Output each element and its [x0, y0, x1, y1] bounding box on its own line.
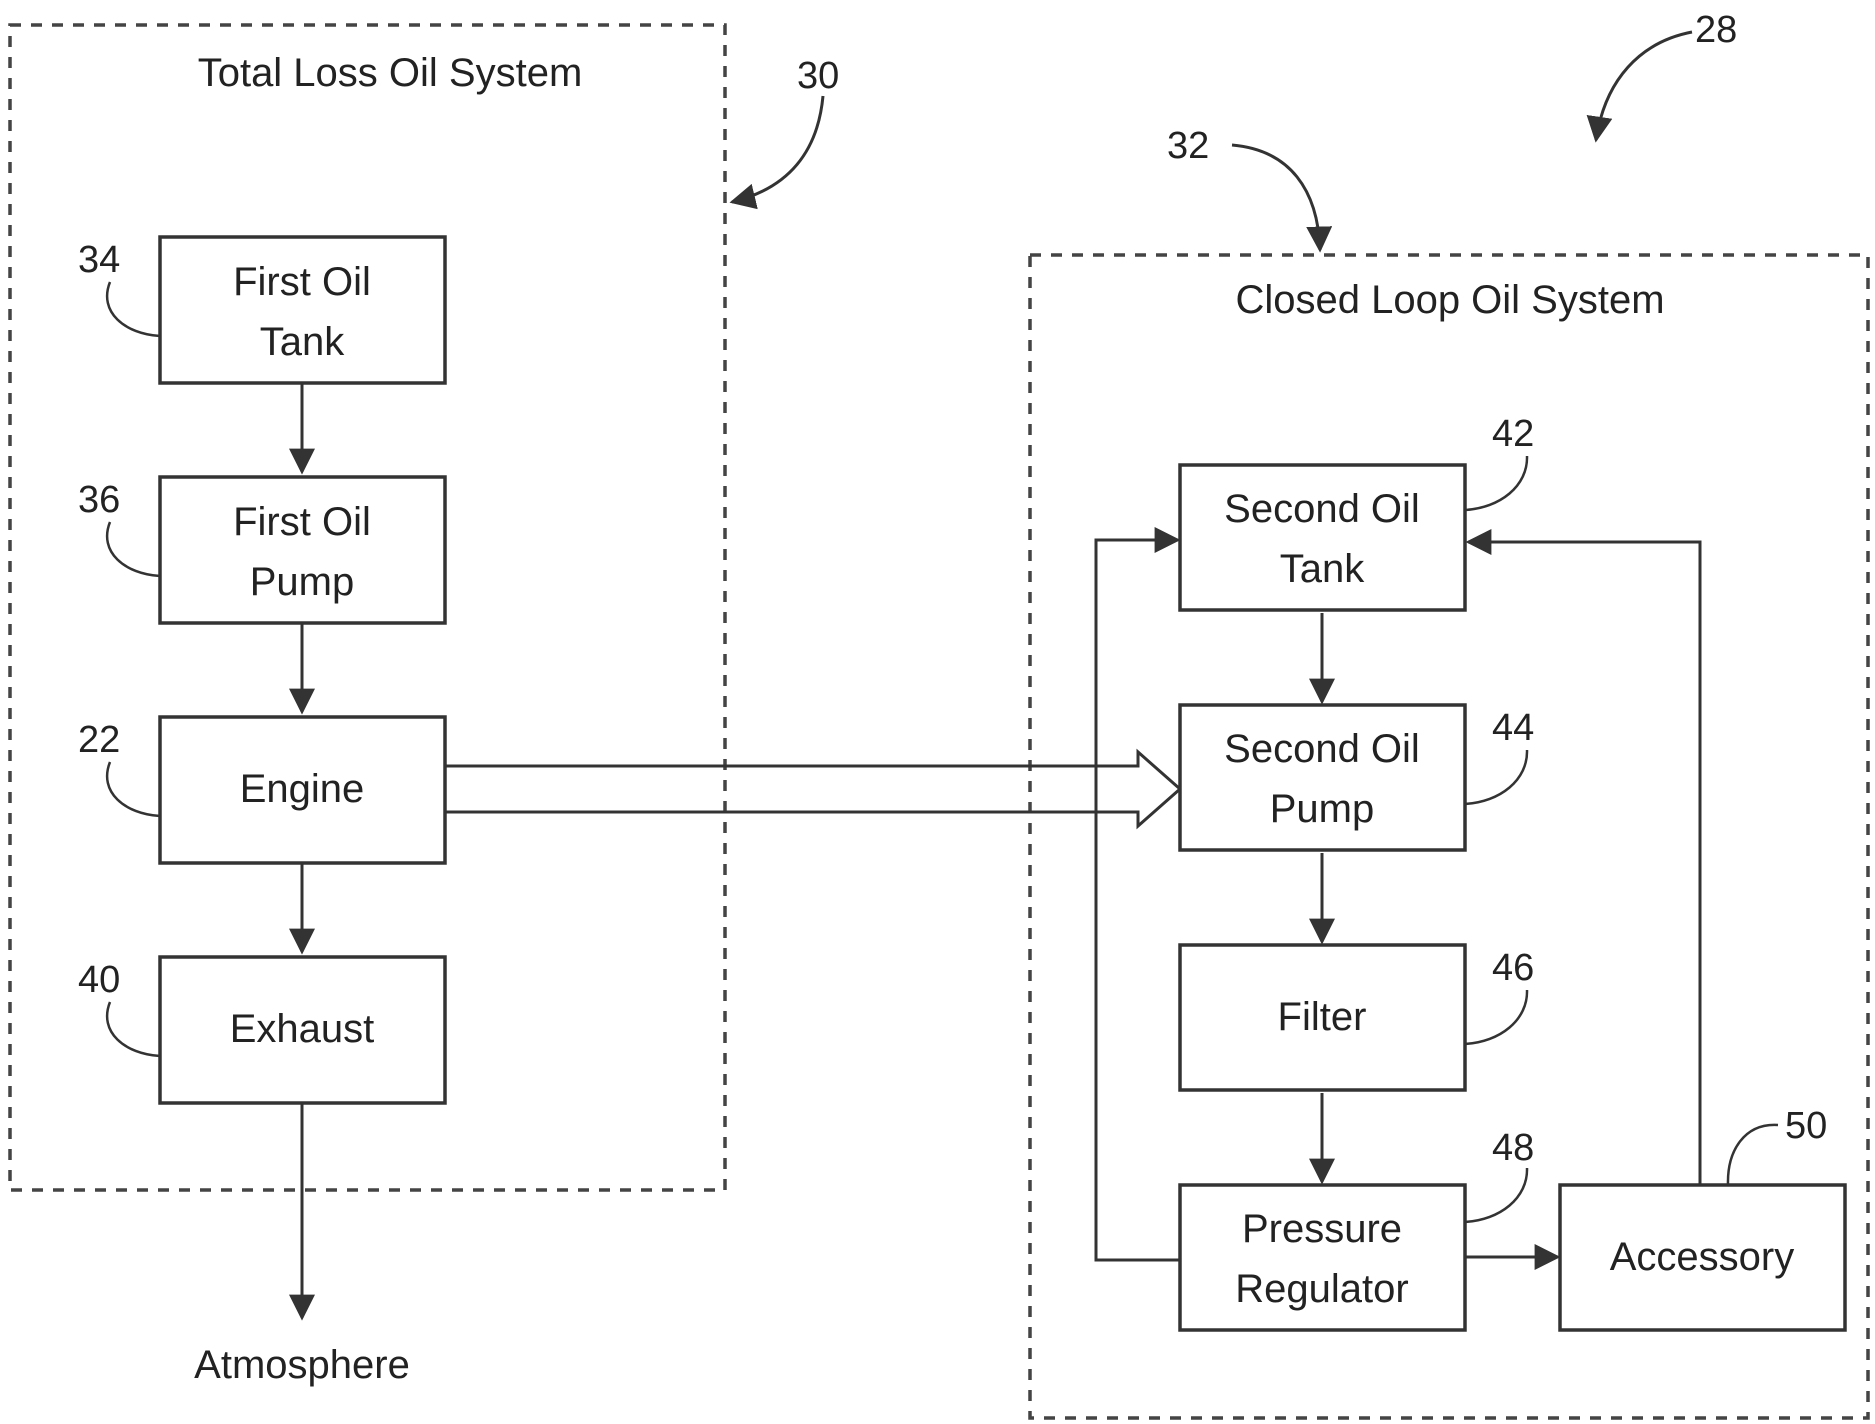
block-engine: Engine 22: [78, 717, 445, 863]
second-oil-pump-label-1: Second Oil: [1224, 727, 1420, 771]
block-accessory: Accessory 50: [1560, 1105, 1845, 1330]
block-filter: Filter 46: [1180, 945, 1534, 1090]
second-oil-tank-label-2: Tank: [1280, 547, 1365, 591]
accessory-label: Accessory: [1610, 1235, 1795, 1279]
second-oil-tank-ref: 42: [1492, 413, 1534, 455]
engine-leader: [107, 762, 160, 816]
closed-loop-ref: 32: [1167, 125, 1209, 167]
second-oil-pump-ref: 44: [1492, 707, 1534, 749]
first-oil-tank-leader: [107, 282, 160, 336]
block-first-oil-tank: First Oil Tank 34: [78, 237, 445, 383]
exhaust-label: Exhaust: [230, 1007, 375, 1051]
total-loss-title: Total Loss Oil System: [198, 51, 583, 95]
figure-ref-label: 28: [1695, 9, 1737, 51]
first-oil-pump-label-2: Pump: [250, 560, 355, 604]
block-pressure-regulator: Pressure Regulator 48: [1180, 1127, 1534, 1330]
atmosphere-label: Atmosphere: [194, 1343, 410, 1387]
filter-leader: [1465, 990, 1527, 1044]
second-oil-pump-leader: [1465, 750, 1527, 804]
second-oil-tank-label-1: Second Oil: [1224, 487, 1420, 531]
drive-arrow-engine-to-second-pump: [445, 752, 1180, 826]
exhaust-ref: 40: [78, 959, 120, 1001]
total-loss-ref: 30: [797, 55, 839, 97]
filter-ref: 46: [1492, 947, 1534, 989]
filter-label: Filter: [1278, 995, 1367, 1039]
closed-loop-ref-arrow: [1232, 145, 1320, 250]
pressure-regulator-leader: [1465, 1168, 1527, 1222]
first-oil-tank-label-2: Tank: [260, 320, 345, 364]
first-oil-pump-label-1: First Oil: [233, 500, 371, 544]
figure-ref-28: 28: [1596, 9, 1737, 140]
total-loss-ref-arrow: [732, 96, 823, 202]
closed-loop-title: Closed Loop Oil System: [1235, 278, 1664, 322]
return-regulator-to-second-tank: [1096, 540, 1180, 1260]
block-exhaust: Exhaust 40: [78, 957, 445, 1103]
block-first-oil-pump: First Oil Pump 36: [78, 477, 445, 623]
pressure-regulator-ref: 48: [1492, 1127, 1534, 1169]
accessory-ref: 50: [1785, 1105, 1827, 1147]
first-oil-pump-ref: 36: [78, 479, 120, 521]
first-oil-tank-label-1: First Oil: [233, 260, 371, 304]
exhaust-leader: [107, 1002, 160, 1056]
pressure-regulator-label-2: Regulator: [1235, 1267, 1408, 1311]
block-second-oil-pump: Second Oil Pump 44: [1180, 705, 1534, 850]
first-oil-tank-ref: 34: [78, 239, 120, 281]
return-accessory-to-second-tank: [1468, 542, 1700, 1185]
pressure-regulator-label-1: Pressure: [1242, 1207, 1402, 1251]
figure-ref-arrow: [1596, 32, 1692, 140]
engine-ref: 22: [78, 719, 120, 761]
first-oil-pump-leader: [107, 522, 160, 576]
second-oil-tank-leader: [1465, 456, 1527, 510]
accessory-leader: [1728, 1125, 1778, 1185]
engine-label: Engine: [240, 767, 365, 811]
block-second-oil-tank: Second Oil Tank 42: [1180, 413, 1534, 610]
second-oil-pump-label-2: Pump: [1270, 787, 1375, 831]
